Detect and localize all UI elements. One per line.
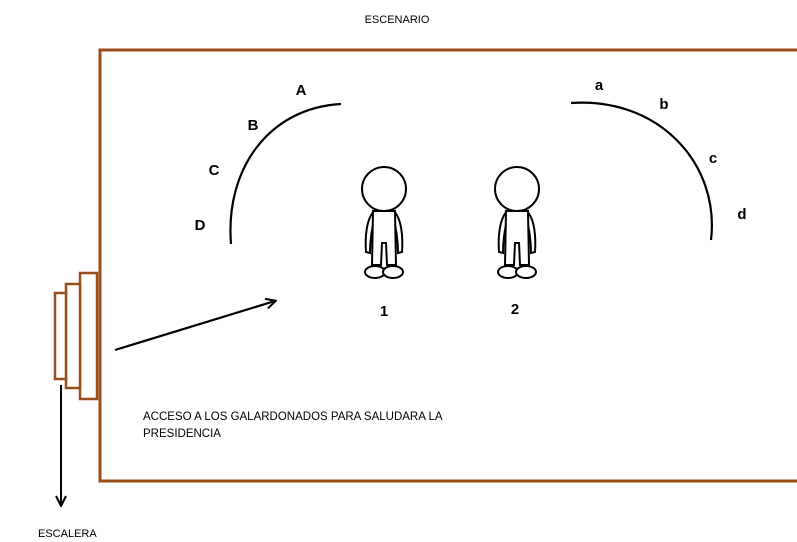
stairs-label: ESCALERA — [38, 528, 97, 540]
person-1-icon — [361, 166, 407, 279]
right-label-c: c — [709, 150, 717, 167]
left-label-b: B — [248, 117, 259, 134]
access-arrow — [114, 301, 275, 352]
access-note-line-2: PRESIDENCIA — [143, 428, 221, 440]
figure-label-1: 1 — [380, 303, 388, 320]
access-note-line-1: ACCESO A LOS GALARDONADOS PARA SALUDARA … — [143, 411, 443, 423]
left-label-c: C — [209, 162, 220, 179]
right-arc — [570, 101, 713, 241]
stage-title: ESCENARIO — [365, 14, 430, 26]
person-2-icon — [494, 166, 540, 279]
room-frame — [98, 48, 797, 483]
stairs — [53, 271, 99, 401]
right-label-b: b — [659, 96, 668, 113]
access-note: ACCESO A LOS GALARDONADOS PARA SALUDARA … — [143, 409, 563, 443]
figure-label-2: 2 — [511, 301, 519, 318]
left-label-a: A — [296, 82, 307, 99]
left-arc — [229, 102, 342, 245]
left-label-d: D — [195, 217, 206, 234]
right-label-a: a — [595, 77, 604, 94]
right-label-d: d — [737, 206, 746, 223]
